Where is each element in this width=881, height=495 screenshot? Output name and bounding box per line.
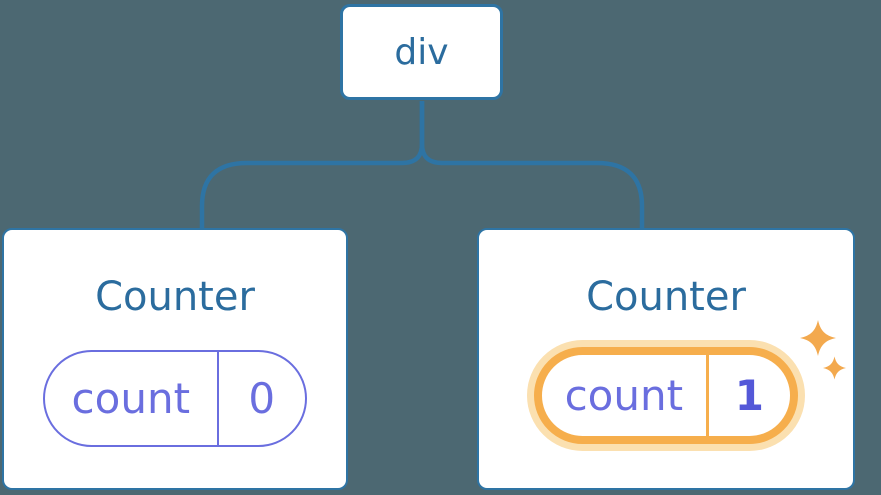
state-pill-highlighted: count 1 <box>534 347 798 444</box>
state-name: count <box>71 374 191 423</box>
root-node-div: div <box>340 4 503 100</box>
connector-left-branch <box>199 101 425 230</box>
counter-card-left: Counter count 0 <box>2 228 348 490</box>
sparkle-icon-small <box>823 356 846 380</box>
state-name: count <box>564 371 684 420</box>
state-pill: count 0 <box>43 350 307 447</box>
component-title: Counter <box>95 274 255 320</box>
counter-card-right: Counter count 1 <box>477 228 855 490</box>
state-value: 0 <box>216 352 305 445</box>
root-node-label: div <box>394 31 449 73</box>
state-value: 1 <box>705 355 790 436</box>
connector-right-branch <box>419 101 645 230</box>
sparkle-icon-large <box>800 320 836 356</box>
component-title: Counter <box>586 274 746 320</box>
